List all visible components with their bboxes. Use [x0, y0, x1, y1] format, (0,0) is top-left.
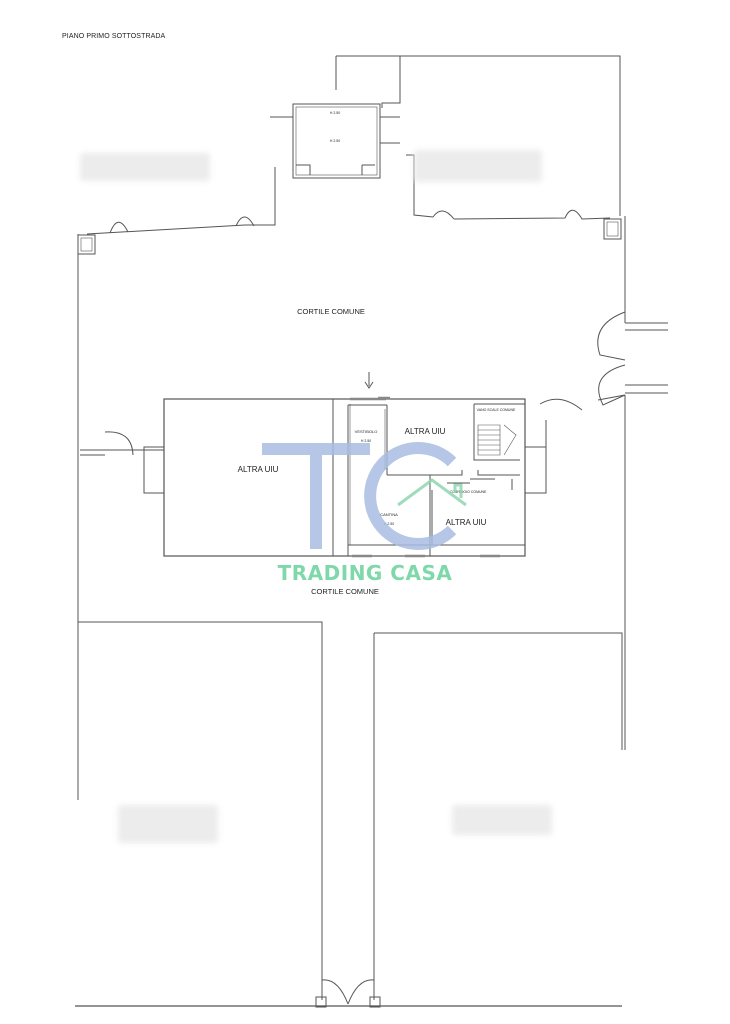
vestibule-height: H 2.50 — [361, 439, 371, 443]
watermark-logo — [262, 442, 467, 550]
cellar-height: H 2.50 — [384, 522, 394, 526]
watermark-name: TRADING CASA — [277, 561, 453, 585]
redacted-area — [118, 805, 218, 843]
redacted-area — [80, 153, 210, 181]
corridor-label: CORRIDOIO COMUNE — [450, 490, 487, 494]
cellar-label: CANTINA — [380, 512, 398, 517]
unit-label-left: ALTRA UIU — [238, 465, 279, 474]
vestibule-label: VESTIBOLO — [355, 429, 378, 434]
pillar-ne — [603, 218, 622, 240]
redacted-area — [414, 150, 542, 182]
redacted-area — [452, 805, 552, 835]
stair-tower-height-1: H 2.50 — [330, 111, 340, 115]
unit-label-right: ALTRA UIU — [446, 518, 487, 527]
unit-block — [163, 398, 526, 557]
page-title: PIANO PRIMO SOTTOSTRADA — [62, 33, 166, 40]
entrance-arrow — [364, 372, 374, 389]
stair-tower — [292, 103, 381, 179]
courtyard-label-bottom: CORTILE COMUNE — [311, 587, 379, 596]
pillar-nw — [77, 234, 96, 255]
boundary-top — [335, 55, 621, 216]
courtyard-label-top: CORTILE COMUNE — [297, 307, 365, 316]
unit-label-center: ALTRA UIU — [405, 427, 446, 436]
stair-tower-height-2: H 2.50 — [330, 139, 340, 143]
wall-north-left — [86, 167, 276, 235]
stairs-label: VANO SCALE COMUNE — [477, 408, 516, 412]
